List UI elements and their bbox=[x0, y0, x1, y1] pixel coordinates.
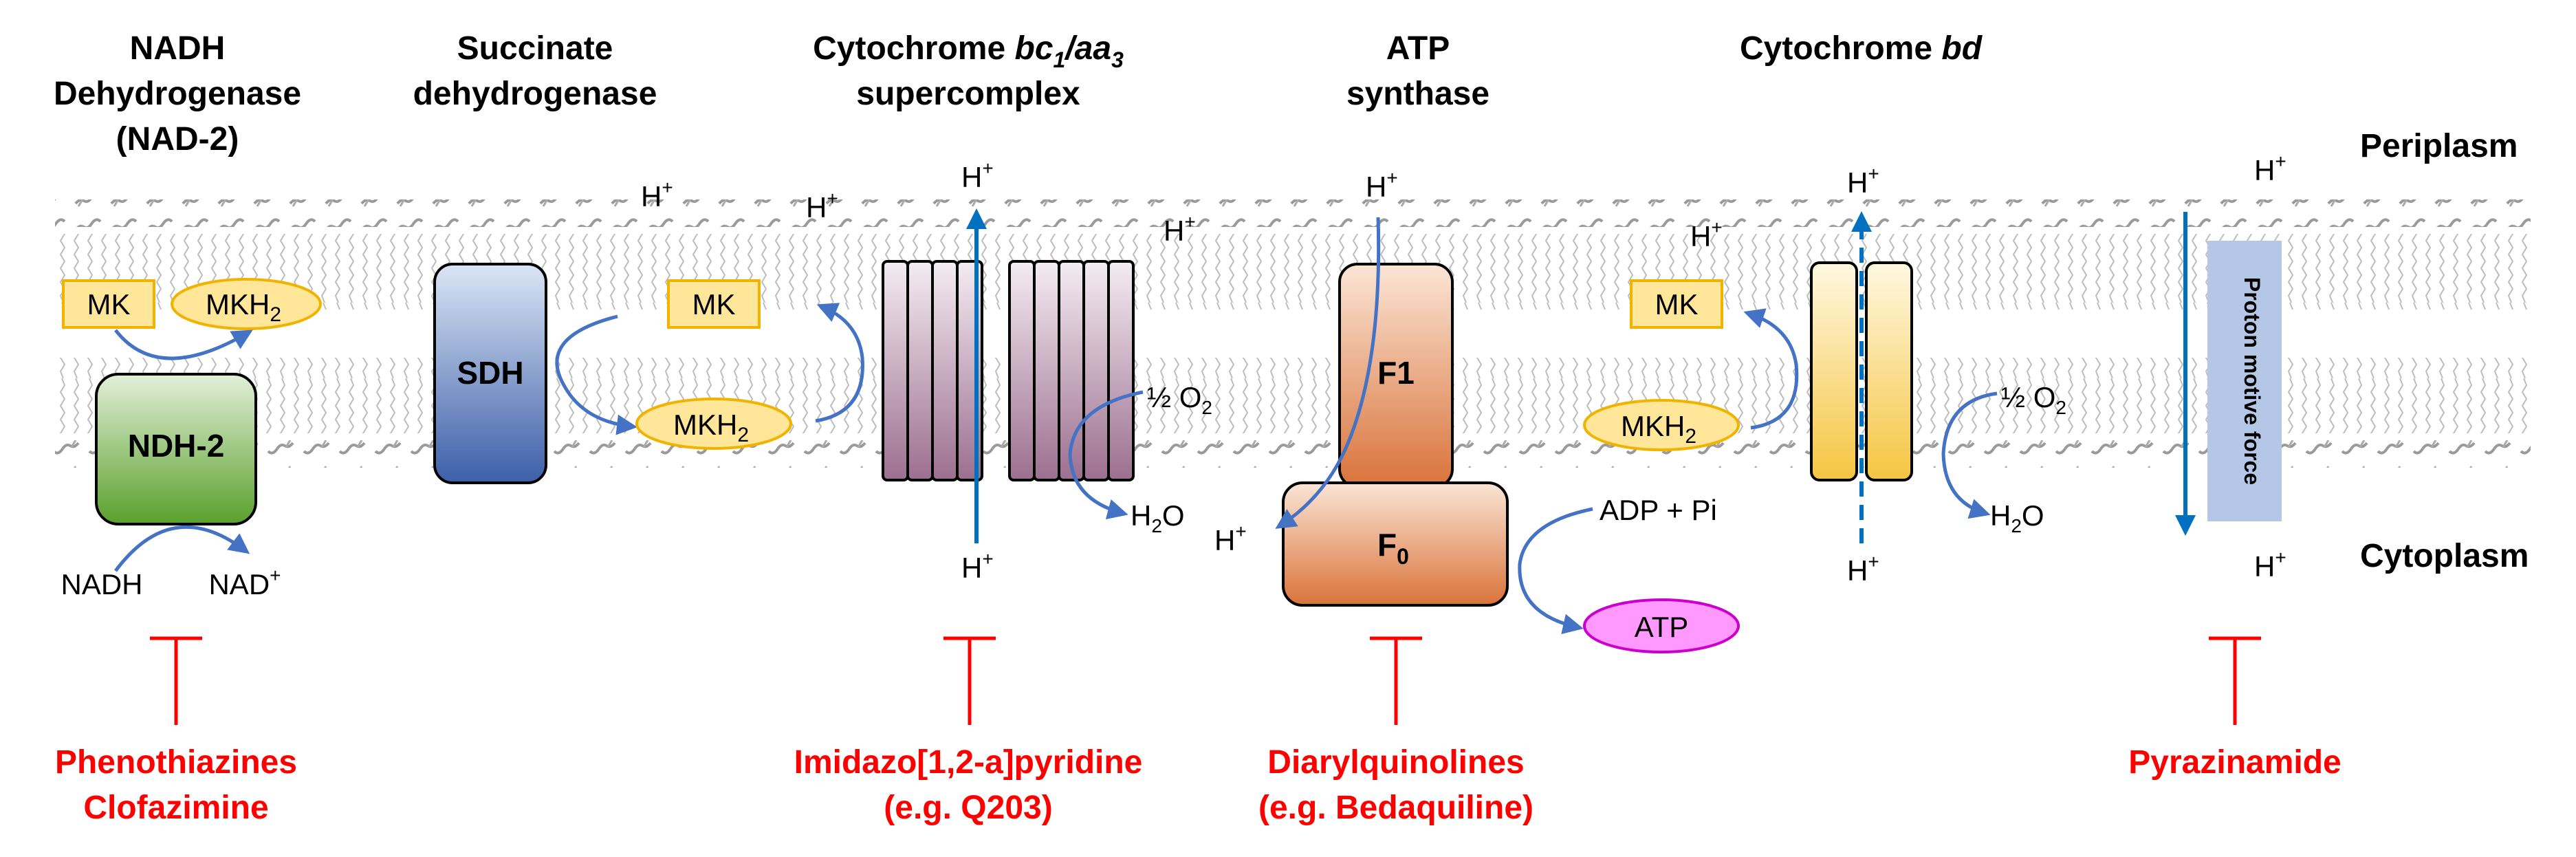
h2o-bc1: H2O bbox=[1131, 499, 1185, 536]
proton-bc1-bottom: H+ bbox=[961, 548, 994, 584]
arrow-nadh-to-nad bbox=[113, 525, 250, 572]
label-periplasm: Periplasm bbox=[2360, 128, 2518, 164]
mk-label-sdh: MK bbox=[692, 288, 736, 321]
inhibitor-ndh-2: Clofazimine bbox=[83, 790, 268, 826]
arrow-mkh2-to-bd bbox=[1743, 308, 1799, 430]
mk-label-ndh: MK bbox=[87, 288, 131, 321]
proton-bc1-left: H+ bbox=[806, 188, 838, 224]
proton-sdh-top: H+ bbox=[641, 177, 673, 213]
svg-text:Cytochrome bd: Cytochrome bd bbox=[1740, 30, 1983, 67]
header-bd: Cytochrome bd bbox=[1740, 30, 1983, 67]
ndh2-label: NDH-2 bbox=[128, 428, 225, 464]
header-bc1-aa3: Cytochrome bc1/aa3 supercomplex bbox=[813, 30, 1124, 112]
ndh2-enzyme bbox=[95, 373, 257, 525]
proton-atp-top: H+ bbox=[1366, 167, 1398, 203]
mk-box-sdh bbox=[667, 279, 761, 329]
proton-bc1-top: H+ bbox=[961, 158, 994, 193]
mkh2-label-bd: MKH2 bbox=[1621, 410, 1696, 448]
svg-text:NADH: NADH bbox=[130, 30, 226, 67]
f0-label: F0 bbox=[1377, 527, 1409, 569]
mk-box-ndh bbox=[62, 279, 155, 329]
inhibitor-mark-pmf bbox=[2209, 636, 2261, 725]
proton-pmf-top: H+ bbox=[2254, 151, 2286, 186]
header-ndh: NADH Dehydrogenase (NAD-2) bbox=[54, 30, 301, 158]
svg-text:dehydrogenase: dehydrogenase bbox=[413, 76, 657, 112]
inhibitor-bc1-2: (e.g. Q203) bbox=[884, 790, 1052, 826]
inhibitor-atp-1: Diarylquinolines bbox=[1267, 744, 1524, 781]
h2o-bd: H2O bbox=[1990, 499, 2044, 536]
header-sdh: Succinate dehydrogenase bbox=[413, 30, 657, 112]
f1-label: F1 bbox=[1377, 355, 1415, 391]
svg-text:Succinate: Succinate bbox=[457, 30, 613, 67]
mkh2-sdh bbox=[635, 398, 792, 450]
inhibitor-mark-ndh bbox=[150, 636, 202, 725]
arrow-o2-to-h2o-bc1 bbox=[1068, 390, 1144, 519]
proton-bd-left: H+ bbox=[1690, 217, 1723, 252]
mk-label-bd: MK bbox=[1655, 288, 1699, 321]
arrow-mk-to-mkh2-ndh bbox=[114, 329, 253, 360]
mkh2-bd bbox=[1583, 399, 1740, 451]
label-cytoplasm: Cytoplasm bbox=[2360, 538, 2529, 574]
svg-text:synthase: synthase bbox=[1346, 76, 1489, 112]
proton-bd-bottom: H+ bbox=[1847, 551, 1879, 587]
inhibitor-mark-atp bbox=[1370, 636, 1422, 725]
svg-text:supercomplex: supercomplex bbox=[856, 76, 1080, 112]
svg-text:(NAD-2): (NAD-2) bbox=[116, 121, 239, 158]
svg-text:Dehydrogenase: Dehydrogenase bbox=[54, 76, 301, 112]
mkh2-label-sdh: MKH2 bbox=[673, 409, 749, 446]
arrow-o2-to-h2o-bd bbox=[1941, 391, 1998, 519]
proton-atp-bottom: H+ bbox=[1214, 521, 1247, 556]
pmf-label: Proton motive force bbox=[2240, 277, 2264, 485]
membrane-bilayer bbox=[55, 199, 2531, 468]
pmf-box bbox=[2207, 241, 2282, 521]
inhibitor-atp-2: (e.g. Bedaquiline) bbox=[1258, 790, 1533, 826]
header-atp-synthase: ATP synthase bbox=[1346, 30, 1489, 112]
nadh-label: NADH bbox=[61, 568, 142, 600]
bc1-aa3-complex bbox=[882, 260, 1135, 481]
sdh-label: SDH bbox=[457, 355, 523, 391]
arrow-proton-through-atp bbox=[1275, 217, 1381, 529]
o2-bc1: ½ O2 bbox=[1147, 381, 1212, 418]
bd-helix-right bbox=[1865, 261, 1913, 481]
arrow-adp-to-atp bbox=[1518, 507, 1593, 634]
proton-bd-top: H+ bbox=[1847, 163, 1879, 199]
arrow-mkh2-to-bc1 bbox=[815, 303, 864, 423]
mkh2-ndh bbox=[171, 278, 322, 330]
svg-text:Cytochrome bc1/aa3: Cytochrome bc1/aa3 bbox=[813, 30, 1124, 72]
arrow-sdh bbox=[555, 314, 637, 435]
bd-helix-left bbox=[1810, 261, 1858, 481]
svg-text:ATP: ATP bbox=[1386, 30, 1450, 67]
adp-pi-label: ADP + Pi bbox=[1600, 494, 1717, 526]
inhibitor-mark-bc1 bbox=[943, 636, 996, 725]
inhibitor-pmf-1: Pyrazinamide bbox=[2128, 744, 2341, 781]
o2-bd: ½ O2 bbox=[2001, 381, 2066, 418]
atp-product bbox=[1583, 598, 1740, 653]
mk-box-bd bbox=[1630, 279, 1723, 329]
atp-label: ATP bbox=[1635, 611, 1689, 643]
mkh2-label-ndh: MKH2 bbox=[206, 288, 281, 326]
proton-bc1-right: H+ bbox=[1164, 211, 1196, 247]
nad-label: NAD+ bbox=[208, 565, 281, 600]
f0-subunit bbox=[1282, 481, 1509, 607]
inhibitor-ndh-1: Phenothiazines bbox=[55, 744, 297, 781]
inhibitor-bc1-1: Imidazo[1,2-a]pyridine bbox=[794, 744, 1143, 781]
proton-pmf-bottom: H+ bbox=[2254, 547, 2286, 583]
sdh-enzyme bbox=[433, 263, 547, 484]
